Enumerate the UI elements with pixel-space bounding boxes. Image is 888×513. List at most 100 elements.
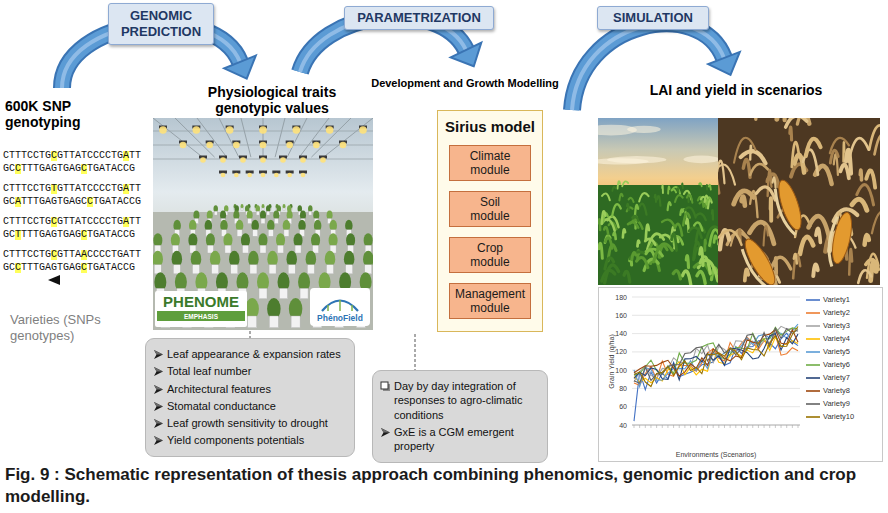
- corn-leaf: [622, 181, 628, 186]
- legend-swatch: [806, 335, 820, 343]
- plant-pot: [295, 245, 301, 253]
- dry-corn-field: [718, 118, 880, 285]
- dry-leaf: [777, 118, 789, 119]
- x-tick: [747, 425, 748, 428]
- dry-leaf: [792, 142, 799, 167]
- corn-leaf: [612, 204, 621, 216]
- curved-arrow-head: [224, 56, 256, 79]
- dry-leaf: [750, 164, 768, 175]
- corn-leaf: [618, 181, 621, 188]
- dry-leaf: [797, 118, 814, 124]
- legend-swatch: [806, 400, 820, 408]
- legend-swatch-line: [806, 403, 820, 405]
- dry-leaf: [813, 265, 817, 277]
- dry-leaf: [742, 197, 745, 206]
- corn-leaf: [645, 239, 655, 245]
- legend-swatch: [806, 361, 820, 369]
- box-text: GENOMIC PREDICTION: [113, 8, 209, 39]
- box-text: SIMULATION: [613, 10, 693, 26]
- plant-pot: [274, 218, 278, 223]
- dna-sequence: CTTTCCTGCGTTATCCCCTGATT: [3, 150, 141, 162]
- legend-swatch-line: [806, 351, 820, 353]
- bullet-item: Architectural features: [152, 382, 348, 396]
- corn-leaf: [605, 258, 614, 269]
- corn-leaf: [623, 229, 625, 237]
- tick-label: 180: [605, 293, 627, 302]
- box-text: Management module: [455, 287, 525, 316]
- corn-leaf: [687, 195, 692, 203]
- bullet-item: GxE is a CGM emergent property: [379, 425, 541, 454]
- legend-label: Variety1: [823, 295, 850, 304]
- yield-series: [634, 333, 798, 421]
- corn-leaf: [604, 227, 608, 234]
- plant-pot: [280, 288, 288, 298]
- x-tick: [769, 425, 770, 428]
- legend-swatch-line: [806, 364, 820, 366]
- column-heading: 600K SNP genotyping: [5, 98, 127, 130]
- greenhouse-floor: [153, 212, 373, 330]
- plant-pot: [269, 316, 278, 328]
- legend-label: Variety10: [823, 412, 854, 421]
- corn-leaf: [683, 213, 690, 225]
- bullet-arrow-light: [154, 436, 163, 441]
- bullet-text: Yield components potentials: [167, 433, 348, 447]
- tick-label: 100: [605, 366, 627, 375]
- corn-leaf: [709, 230, 718, 246]
- corn-leaf: [680, 209, 683, 215]
- legend-swatch-line: [806, 390, 820, 392]
- grid-line: [632, 425, 800, 426]
- lamp-glow: [293, 126, 301, 134]
- bullet-text: Stomatal conductance: [167, 399, 348, 413]
- lamp-glow: [247, 173, 252, 178]
- corn-leaf: [613, 233, 615, 239]
- corn-leaf: [654, 244, 673, 262]
- corn-leaf: [632, 253, 636, 260]
- corn-leaf: [661, 185, 664, 193]
- stage-banner: SIMULATION: [597, 6, 709, 30]
- dry-leaf: [872, 211, 880, 233]
- x-tick: [798, 425, 799, 428]
- x-tick: [724, 425, 725, 428]
- legend-swatch: [806, 413, 820, 421]
- legend-item: Variety2: [806, 308, 850, 317]
- lamp-glow: [301, 173, 306, 178]
- tick-label: 120: [605, 347, 627, 356]
- corn-leaf: [686, 219, 689, 232]
- column-note: Varieties (SNPs genotypes): [10, 312, 125, 343]
- dashed-leader: [415, 334, 416, 370]
- bullet-arrow-light: [154, 350, 163, 355]
- logo-icon: [322, 301, 358, 312]
- plant-pot: [231, 265, 238, 274]
- corn-cob: [829, 211, 855, 265]
- legend-item: Variety3: [806, 321, 850, 330]
- plant-pot: [284, 230, 289, 237]
- corn-leaf: [668, 202, 671, 210]
- grid-line: [632, 315, 800, 316]
- lamp-glow: [180, 142, 187, 149]
- x-tick: [679, 425, 680, 428]
- lamp-glow: [300, 157, 306, 163]
- dry-leaf: [866, 260, 878, 270]
- yield-series: [634, 326, 798, 386]
- yield-chart: [632, 297, 800, 428]
- corn-leaf: [602, 270, 615, 281]
- corn-leaf: [655, 195, 656, 202]
- x-tick: [645, 425, 646, 428]
- legend-item: Variety10: [806, 412, 854, 421]
- plant-pot: [241, 208, 243, 211]
- plant-pot: [259, 288, 267, 298]
- x-tick: [639, 425, 640, 428]
- dry-leaf: [865, 235, 869, 245]
- roof-beam: [175, 118, 215, 157]
- bullet-text: Leaf appearance & expansion rates: [167, 347, 348, 361]
- dry-leaf: [846, 150, 851, 174]
- x-tick: [758, 425, 759, 428]
- x-tick: [696, 425, 697, 428]
- lamp-glow: [287, 173, 292, 178]
- axis-title: Environments (Scenarios): [632, 450, 800, 459]
- roof-beam: [241, 118, 251, 157]
- plant-pot: [261, 218, 265, 223]
- dry-leaf: [869, 125, 880, 149]
- bullet-symbol: [153, 384, 164, 395]
- corn-leaf: [706, 185, 708, 189]
